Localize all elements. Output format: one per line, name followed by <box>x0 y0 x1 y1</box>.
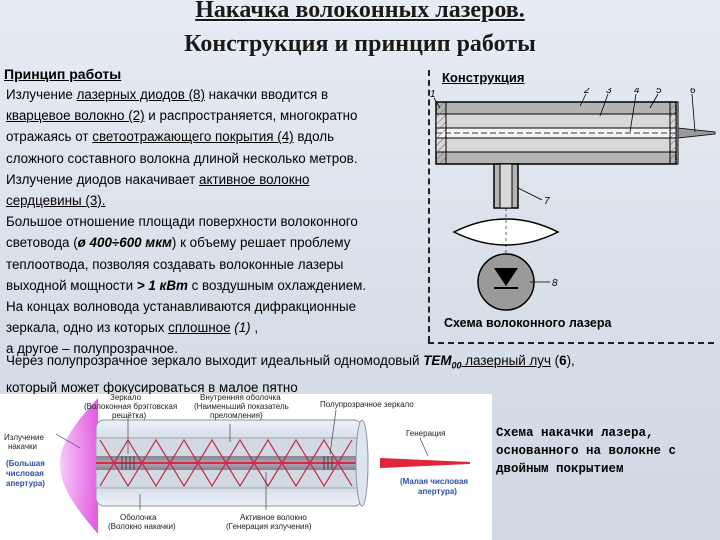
principle-line-1: Излучение лазерных диодов (8) накачки вв… <box>6 87 329 102</box>
principle-line-3: отражаясь от светоотражающего покрытия (… <box>6 129 335 145</box>
pump-caption-line3: двойным покрытием <box>496 462 624 476</box>
diagram-number-8: 8 <box>552 278 558 289</box>
diagram-number-1: 1 <box>430 89 436 100</box>
diagram-number-3: 3 <box>606 88 612 96</box>
output-laser-beam <box>380 458 470 468</box>
page-title-line1: Накачка волоконных лазеров. <box>195 0 525 23</box>
label-generation: Генерация <box>406 429 445 438</box>
principle-line-13: а другое – полупрозрачное. <box>6 341 178 357</box>
diagram-number-4: 4 <box>634 88 640 96</box>
fiber-laser-caption: Схема волоконного лазера <box>444 316 612 330</box>
semi-mirror <box>669 101 679 165</box>
pump-caption-line1: Схема накачки лазера, <box>496 426 654 440</box>
output-beam <box>677 127 716 139</box>
label-semi-mirror: Полупрозрачное зеркало <box>320 400 414 409</box>
principle-line-12: зеркала, одно из которых сплошное (1) , <box>6 320 259 336</box>
label-large-na-3: апертура) <box>6 479 45 488</box>
principle-text: Излучение лазерных диодов (8) накачки вв… <box>6 84 430 360</box>
principle-line-5: Излучение диодов накачивает активное вол… <box>6 171 310 187</box>
label-outer-cladding-1: Оболочка <box>120 513 157 522</box>
diode-symbol <box>494 268 518 286</box>
label-large-na-1: (Большая <box>6 459 45 468</box>
label-small-na-2: апертура) <box>418 487 457 496</box>
diagram-number-2: 2 <box>583 88 590 96</box>
pump-caption-line2: основанного на волокне с <box>496 444 677 458</box>
principle-line-4: сложного составного волокна длиной неско… <box>6 150 358 166</box>
label-pump-in-1: Излучение <box>4 433 45 442</box>
label-inner-cladding-1: Внутренняя оболочка <box>200 394 281 402</box>
construction-heading: Конструкция <box>442 70 525 85</box>
principle-heading: Принцип работы <box>4 66 122 82</box>
principle-line-8: световода (ø 400÷600 мкм) к объему решае… <box>6 235 351 251</box>
label-inner-cladding-2: (Наименьший показатель <box>194 402 289 411</box>
dashed-divider-vertical <box>428 70 430 342</box>
label-active-fiber-2: (Генерация излучения) <box>226 522 312 531</box>
label-pump-in-2: накачки <box>8 442 37 451</box>
label-mirror-3: решётка) <box>112 411 147 420</box>
fiber-laser-construction-diagram: 1 2 3 4 5 6 7 8 <box>430 88 716 311</box>
pump-scheme-caption: Схема накачки лазера, основанного на вол… <box>496 424 716 478</box>
principle-line-11: На концах волновода устанавливаются дифр… <box>6 299 357 315</box>
diagram-number-5: 5 <box>656 88 662 96</box>
principle-line-7: Большое отношение площади поверхности во… <box>6 214 358 230</box>
label-mirror-1: Зеркало <box>110 394 142 402</box>
label-mirror-2: (Волоконная брэгговская <box>84 402 177 411</box>
label-active-fiber-1: Активное волокно <box>240 513 307 522</box>
diagram-number-6: 6 <box>690 88 696 96</box>
label-outer-cladding-2: (Волокно накачки) <box>108 522 176 531</box>
principle-line-10: выходной мощности > 1 кВт с воздушным ох… <box>6 277 367 293</box>
label-large-na-2: числовая <box>6 469 44 478</box>
page-title-line2: Конструкция и принцип работы <box>184 31 536 57</box>
diagram-number-7: 7 <box>544 196 550 207</box>
label-small-na-1: (Малая числовая <box>400 477 468 486</box>
output-beam-text: Через полупрозрачное зеркало выходит иде… <box>6 350 716 398</box>
output-beam-line2: который может фокусироваться в малое пят… <box>6 379 298 395</box>
dashed-divider-horizontal <box>428 342 714 344</box>
principle-line-2: кварцевое волокно (2) и распространяется… <box>6 108 358 124</box>
solid-mirror <box>435 101 447 165</box>
pump-light-cone <box>60 398 98 534</box>
principle-line-6: сердцевины (3). <box>6 193 106 209</box>
double-clad-pump-diagram: Зеркало (Волоконная брэгговская решётка)… <box>0 394 492 540</box>
output-beam-line1: Через полупрозрачное зеркало выходит иде… <box>6 353 575 371</box>
principle-line-9: теплоотвода, позволяя создавать волоконн… <box>6 256 344 272</box>
label-inner-cladding-3: преломления) <box>210 411 263 420</box>
